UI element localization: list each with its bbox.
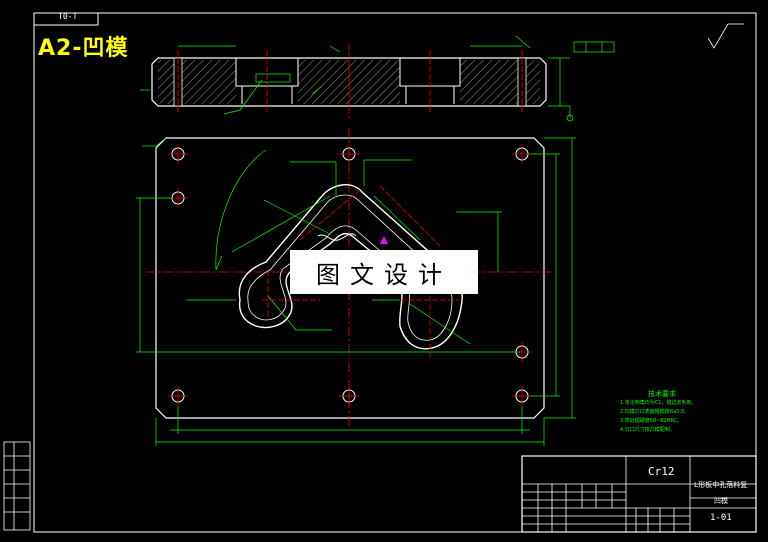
material-text: Cr12 — [648, 465, 675, 478]
title-block — [521, 455, 757, 533]
roughness-symbol — [707, 23, 744, 49]
note-line: 4.刃口尺寸按凸模配制。 — [620, 427, 675, 433]
part-name-text: 凹模 — [714, 497, 728, 505]
notes-title: 技术要求 — [648, 390, 676, 398]
left-margin-strips — [3, 441, 31, 531]
header-code: T0-T — [58, 12, 78, 21]
drawing-title: A2-凹模 — [38, 36, 129, 61]
note-line: 2.凹模刃口表面粗糙度Ra0.8。 — [620, 409, 690, 415]
watermark: 图文设计 — [290, 250, 478, 294]
technical-notes: 技术要求 1.未注倒角均为C1，锐边去毛刺。 2.凹模刃口表面粗糙度Ra0.8。… — [620, 390, 696, 435]
note-line: 1.未注倒角均为C1，锐边去毛刺。 — [620, 400, 697, 406]
die-cavity-outer — [238, 184, 463, 350]
plate-outline — [155, 137, 545, 419]
die-cavity-inner — [247, 194, 453, 341]
section-outline — [151, 57, 547, 107]
drawing-number-text: 1-01 — [710, 513, 732, 523]
section-view — [140, 35, 615, 122]
hatch-right — [460, 60, 540, 104]
drawing-name-text: L形板中孔落料复 — [694, 481, 748, 489]
drawing-border — [33, 12, 757, 533]
note-line: 3.热处理硬度58~62HRC。 — [620, 418, 683, 424]
hatch-left — [158, 60, 236, 104]
header-code-box — [33, 12, 99, 26]
pocket-right — [399, 58, 407, 104]
pocket-left — [235, 58, 243, 104]
